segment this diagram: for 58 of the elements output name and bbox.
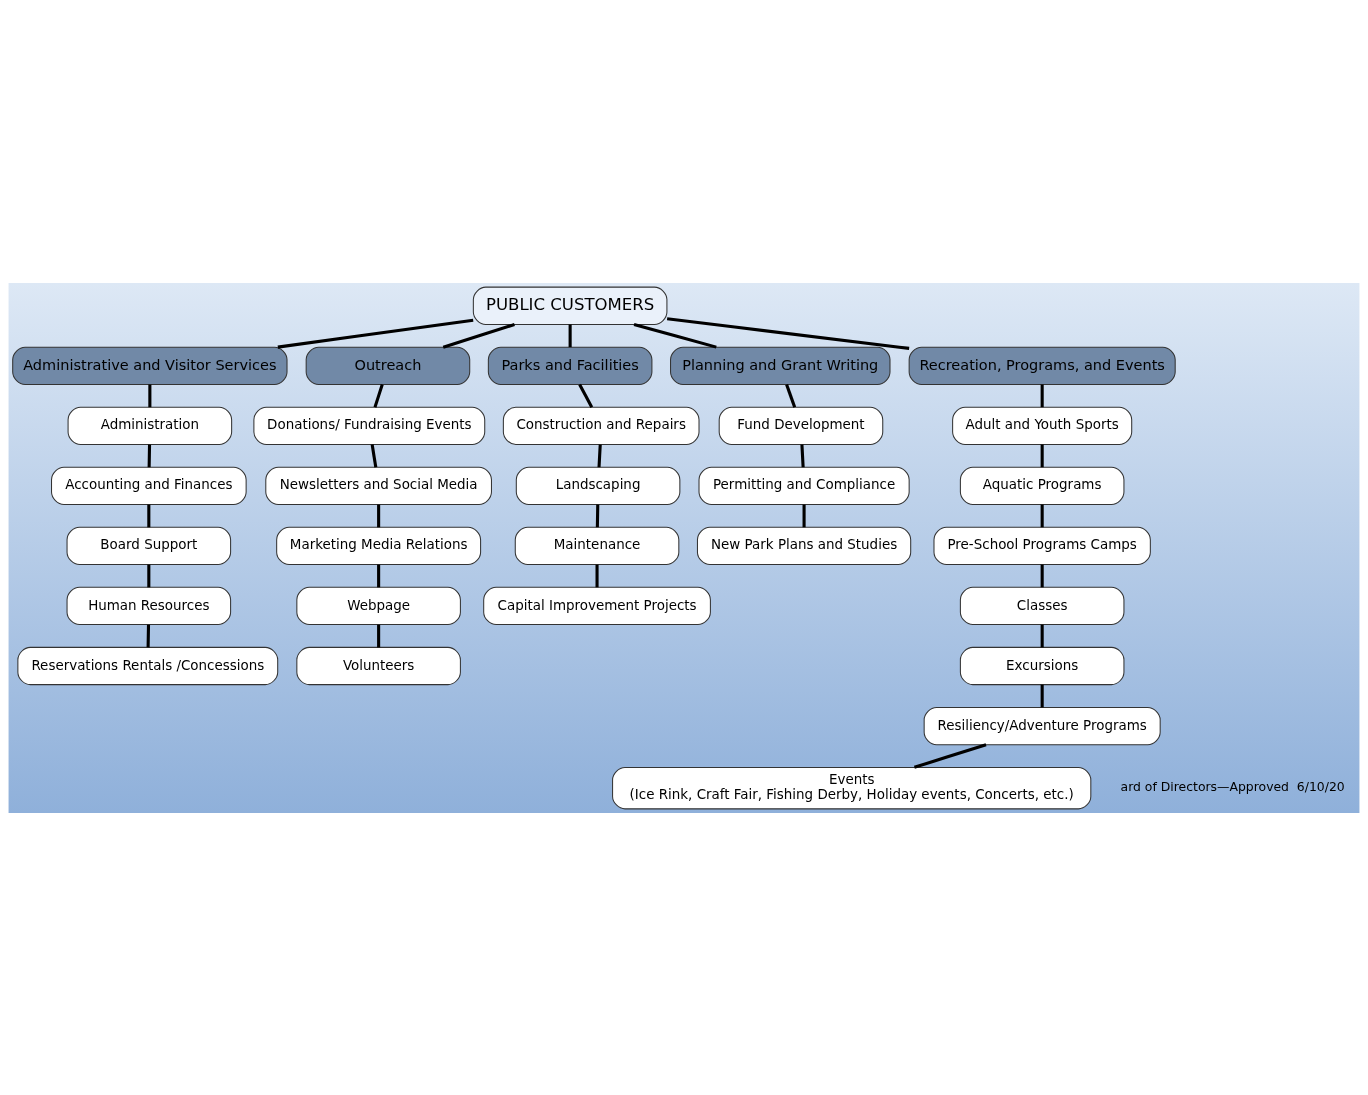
- connector: [1040, 384, 1044, 407]
- connector: [578, 383, 594, 408]
- node-box: Classes: [959, 586, 1125, 625]
- node-box: Webpage: [296, 586, 461, 625]
- connector: [1040, 504, 1044, 527]
- node-box: Recreation, Programs, and Events: [908, 346, 1176, 385]
- node-box: Capital Improvement Projects: [483, 586, 711, 625]
- node-box: New Park Plans and Studies: [696, 526, 912, 565]
- node-box: Parks and Facilities: [487, 346, 653, 385]
- node-box: Adult and Youth Sports: [952, 406, 1133, 445]
- connector: [377, 504, 381, 527]
- connector: [373, 383, 384, 408]
- connector: [146, 624, 151, 647]
- node-box: Volunteers: [296, 646, 461, 685]
- connector: [1040, 624, 1044, 647]
- node-box: Landscaping: [515, 466, 681, 505]
- connector: [147, 444, 152, 467]
- connector: [785, 383, 797, 408]
- connector: [1040, 444, 1044, 467]
- node-box: Administration: [67, 406, 233, 445]
- node-box: Aquatic Programs: [959, 466, 1125, 505]
- connector: [277, 318, 474, 349]
- connector: [597, 444, 602, 467]
- node-box: Planning and Grant Writing: [670, 346, 891, 385]
- connector: [595, 504, 600, 527]
- node-box: Resiliency/Adventure Programs: [923, 706, 1161, 745]
- node-box: Permitting and Compliance: [698, 466, 910, 505]
- connector: [913, 742, 987, 769]
- node-box: Newsletters and Social Media: [265, 466, 492, 505]
- node-box: Construction and Repairs: [502, 406, 700, 445]
- connector: [1040, 564, 1044, 587]
- connector: [147, 504, 151, 527]
- node-box: Excursions: [959, 646, 1125, 685]
- connector: [802, 504, 806, 527]
- node-box: PUBLIC CUSTOMERS: [472, 286, 668, 325]
- node-box: Pre-School Programs Camps: [933, 526, 1151, 565]
- node-box: Administrative and Visitor Services: [12, 346, 288, 385]
- connector: [148, 384, 152, 407]
- node-box: Donations/ Fundraising Events: [253, 406, 486, 445]
- connector: [1040, 684, 1044, 707]
- node-box: Fund Development: [718, 406, 884, 445]
- node-box: Marketing Media Relations: [276, 526, 482, 565]
- connector: [595, 564, 599, 587]
- node-box: Reservations Rentals /Concessions: [17, 646, 279, 685]
- connector: [147, 564, 151, 587]
- connector: [377, 624, 381, 647]
- node-box: Board Support: [66, 526, 232, 565]
- connector: [377, 564, 381, 587]
- connector: [568, 324, 572, 347]
- node-box: Events (Ice Rink, Craft Fair, Fishing Derby, Holiday events, Concerts, etc.): [612, 766, 1092, 809]
- label: ard of Directors—Approved 6/10/20: [1120, 778, 1345, 794]
- node-box: Human Resources: [66, 586, 232, 625]
- connector: [370, 443, 378, 467]
- node-box: Maintenance: [514, 526, 680, 565]
- node-box: Accounting and Finances: [51, 466, 247, 505]
- connector: [800, 444, 805, 467]
- node-box: Outreach: [305, 346, 471, 385]
- connector: [666, 316, 910, 350]
